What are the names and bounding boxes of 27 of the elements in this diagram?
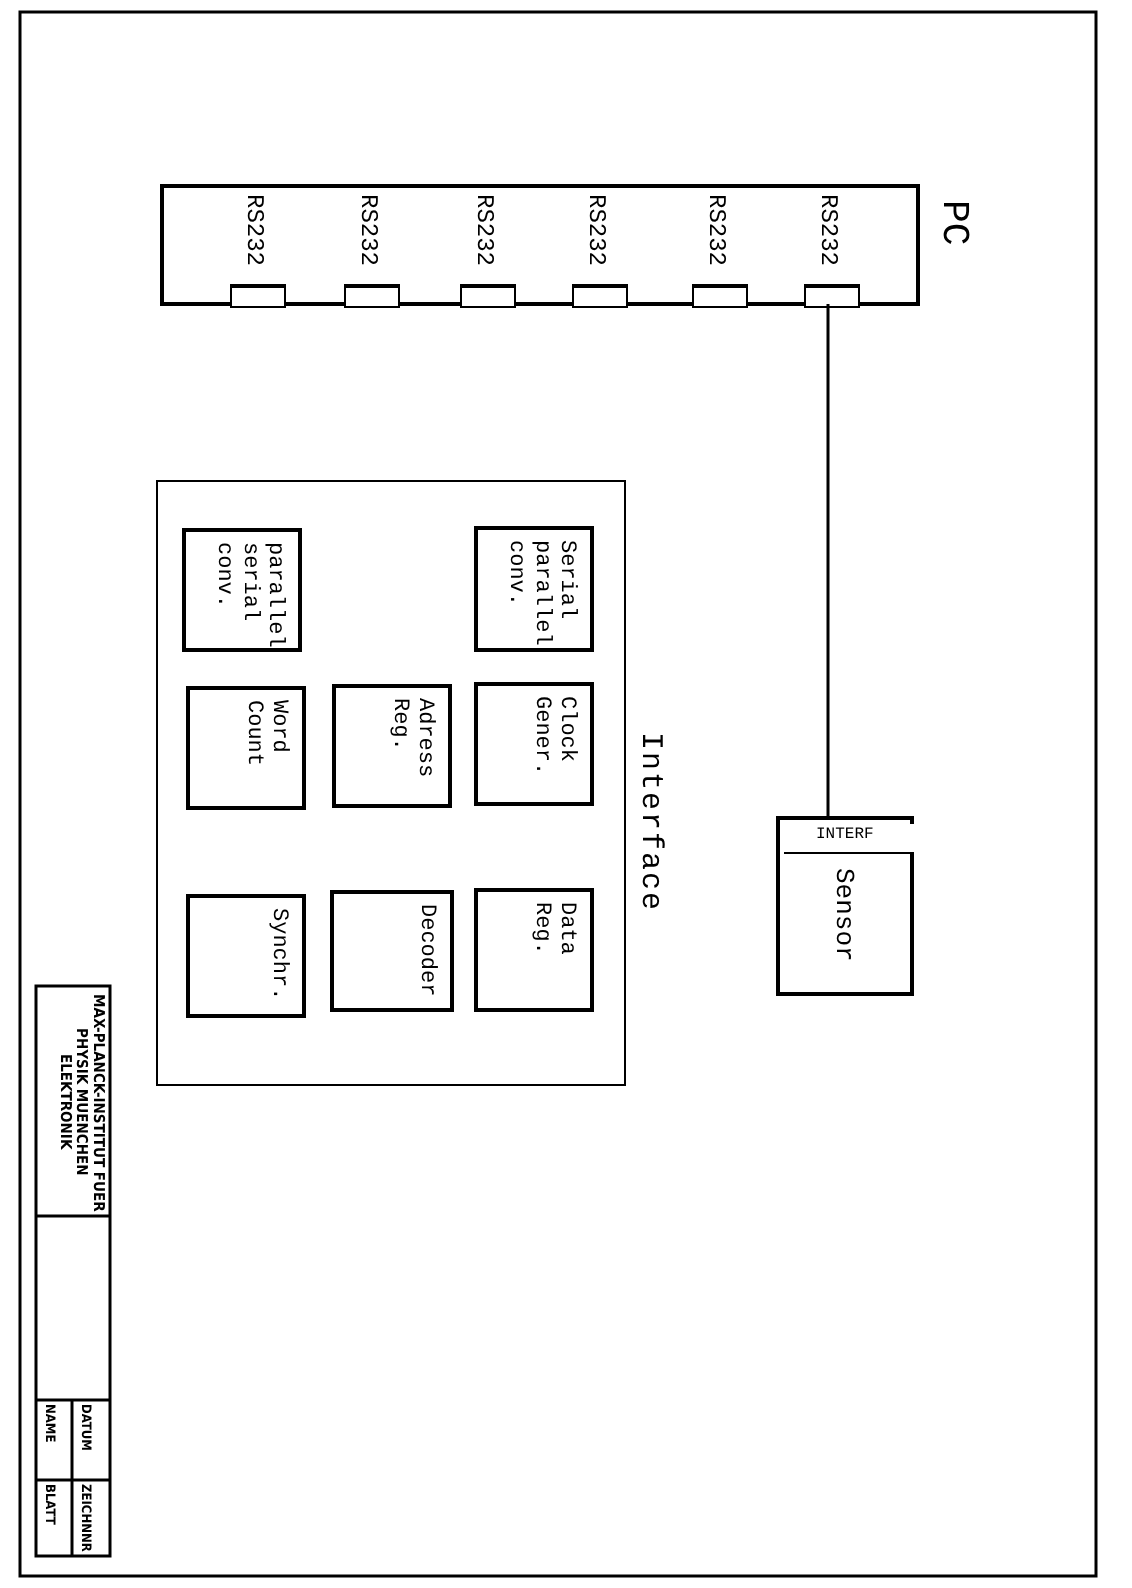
interface-strip: [784, 824, 914, 854]
port-label: RS232: [354, 194, 381, 267]
strip-label: INTERF: [816, 828, 874, 846]
board-label: Interface: [632, 732, 665, 913]
function-block: parallel serial conv.: [182, 528, 302, 652]
computer-label: PC: [932, 200, 974, 246]
serial-port: [460, 194, 516, 308]
function-block: Clock Gener.: [474, 682, 594, 806]
serial-port: [692, 194, 748, 308]
port-label: RS232: [702, 194, 729, 267]
function-block: Synchr.: [186, 894, 306, 1018]
serial-port: [804, 194, 860, 308]
function-block: Data Reg.: [474, 888, 594, 1012]
port-label: RS232: [470, 194, 497, 267]
serial-port: [572, 194, 628, 308]
serial-port: [230, 194, 286, 308]
port-label: RS232: [814, 194, 841, 267]
function-block: Serial parallel conv.: [474, 526, 594, 652]
port-label: RS232: [582, 194, 609, 267]
sensor-label: Sensor: [828, 868, 857, 962]
function-block: Decoder: [330, 890, 454, 1012]
connector-line: [826, 304, 830, 820]
function-block: Adress Reg.: [332, 684, 452, 808]
serial-port: [344, 194, 400, 308]
port-label: RS232: [240, 194, 267, 267]
function-block: Word Count: [186, 686, 306, 810]
sensor-box: [776, 816, 914, 996]
